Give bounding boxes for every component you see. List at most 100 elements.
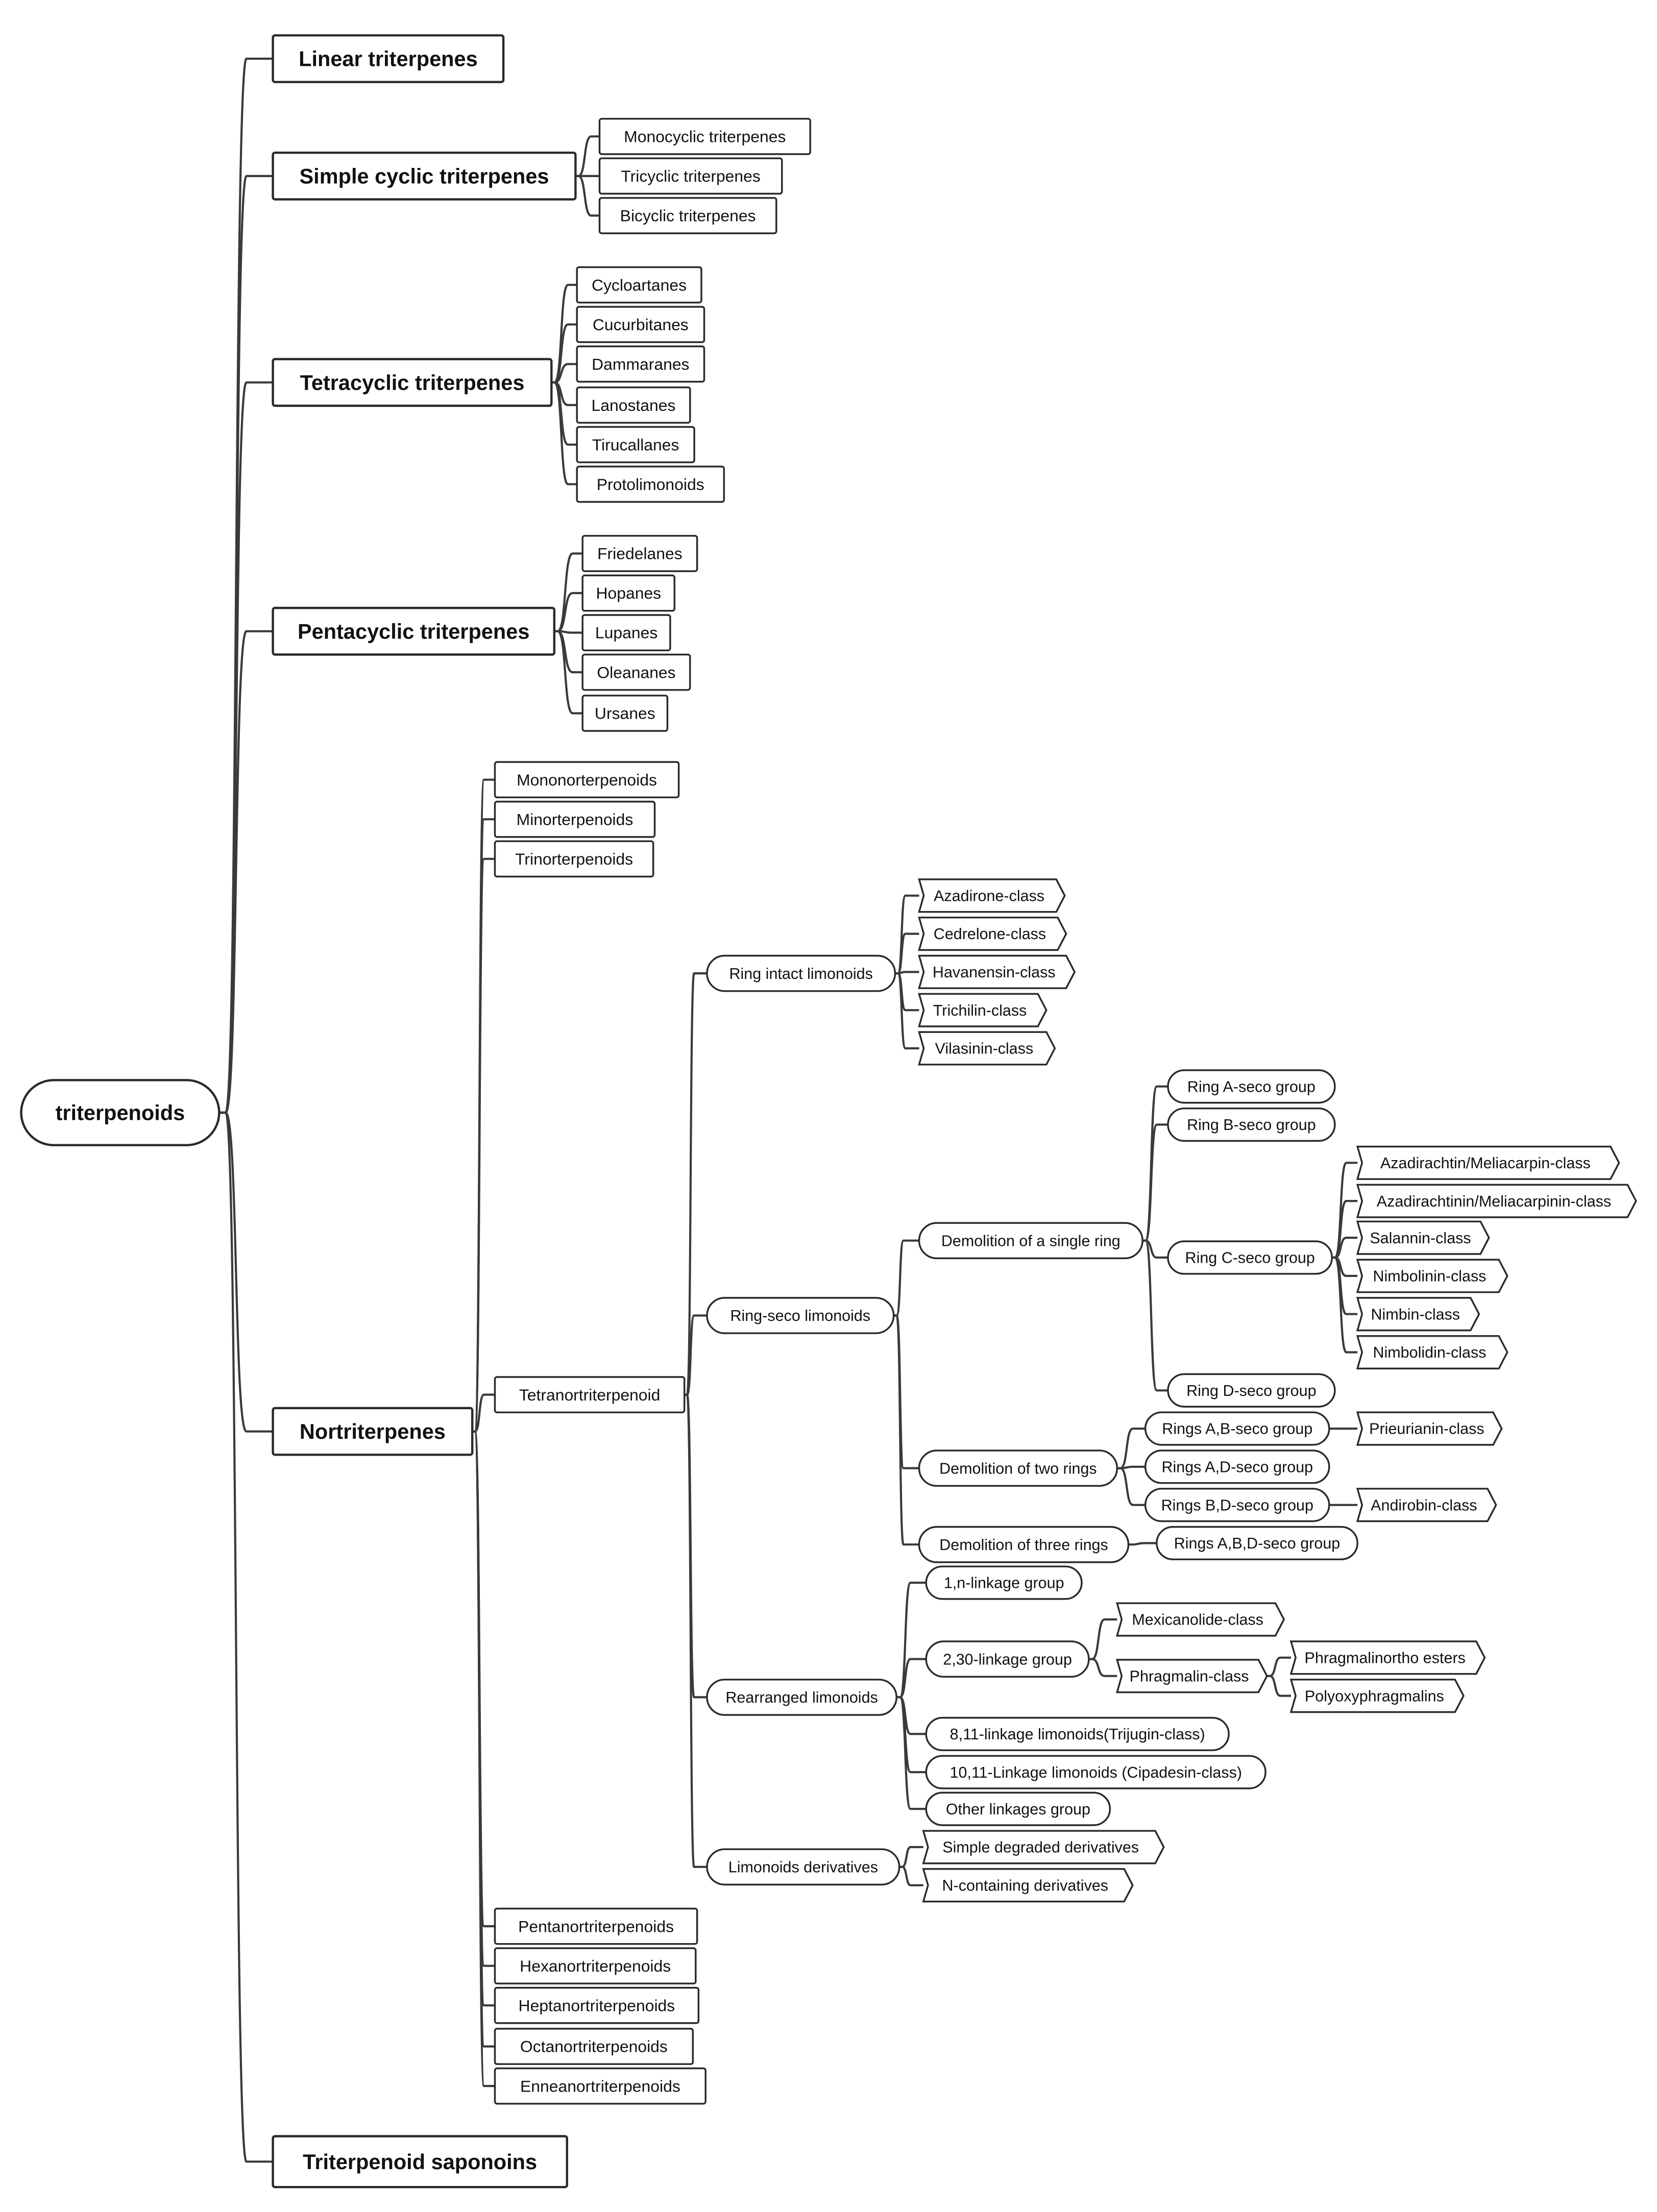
node-label: Salannin-class [1370,1230,1471,1247]
node-box [494,1986,700,2024]
connector-root-to-lin [219,57,273,1114]
node-box [576,426,695,463]
node-10-11-linkage-limonoids-cipadesin-class: 10,11-Linkage limonoids (Cipadesin-class… [925,1755,1266,1789]
connector-nor-to-up2 [472,857,495,1433]
node-tricyclic-triterpenes: Tricyclic triterpenes [598,157,783,195]
connector-rea-to-l811 [896,1696,927,1735]
node-tirucallanes: Tirucallanes [576,426,695,463]
node-azadirone-class: Azadirone-class [918,878,1066,913]
connector-rC-to-rc1 [1332,1200,1358,1259]
node-azadirachtin-meliacarpin-class: Azadirachtin/Meliacarpin-class [1356,1145,1620,1180]
node-label: Ring D-seco group [1186,1382,1316,1399]
node-label: Prieurianin-class [1369,1420,1484,1438]
node-label: Friedelanes [597,545,683,563]
connector-dsr-to-rA [1142,1085,1168,1242]
node-box [1356,1145,1620,1180]
node-label: Rings A,B,D-seco group [1174,1535,1341,1552]
node-box [494,840,654,878]
node-box [576,266,702,304]
node-label: Rings B,D-seco group [1161,1496,1313,1514]
node-box [1167,1240,1333,1275]
node-box [925,1565,1083,1600]
node-label: Azadirachtin/Meliacarpin-class [1380,1154,1591,1172]
connector-tetra-to-rea [684,1393,707,1699]
connector-tet-to-tet1 [551,323,577,384]
node-label: Lanostanes [592,396,676,414]
connector-ri-to-ri3 [895,972,919,1012]
node-box [1289,1640,1486,1675]
connector-rsl-to-dtr [893,1314,919,1469]
node-label: Simple cyclic triterpenes [299,164,549,188]
node-protolimonoids: Protolimonoids [576,465,725,503]
connector-pen-to-pen1 [554,592,583,632]
connector-phr-to-phr1 [1266,1675,1291,1697]
node-box [272,2135,569,2189]
node-box [925,1755,1266,1789]
node-box [272,358,553,407]
connector-tetra-to-rsl [684,1314,707,1396]
node-label: Ring-seco limonoids [730,1307,870,1324]
node-salannin-class: Salannin-class [1356,1220,1490,1255]
node-box [598,157,783,195]
node-label: Demolition of three rings [939,1536,1108,1554]
node-box [918,1031,1056,1066]
node-label: Enneanortriterpenoids [520,2077,680,2095]
connector-dsr-to-rB [1142,1123,1168,1242]
node-box [494,800,656,838]
node-simple-degraded-derivatives: Simple degraded derivatives [922,1830,1165,1864]
node-label: Trichilin-class [933,1002,1027,1019]
connector-rsl-to-dth [893,1314,919,1546]
node-cucurbitanes: Cucurbitanes [576,306,705,343]
node-andirobin-class: Andirobin-class [1356,1488,1497,1522]
node-minorterpenoids: Minorterpenoids [494,800,656,838]
connector-dtr-to-rAB [1117,1428,1146,1469]
node-label: Demolition of two rings [939,1460,1097,1477]
node-label: Phragmalin-class [1130,1668,1249,1685]
node-other-linkages-group: Other linkages group [925,1791,1111,1826]
connector-tet-to-tet3 [551,381,577,406]
connector-rC-to-rc5 [1332,1256,1358,1354]
node-hopanes: Hopanes [581,574,676,612]
node-cedrelone-class: Cedrelone-class [918,916,1067,951]
node-bicyclic-triterpenes: Bicyclic triterpenes [598,197,777,234]
node-box [272,1407,474,1456]
node-label: Bicyclic triterpenes [620,207,756,225]
node-trinorterpenoids: Trinorterpenoids [494,840,654,878]
node-label: Protolimonoids [597,475,704,494]
node-label: Pentacyclic triterpenes [298,619,529,643]
node-box [598,197,777,234]
node-trichilin-class: Trichilin-class [918,993,1047,1027]
node-rings-a-d-seco-group: Rings A,D-seco group [1144,1449,1330,1484]
connector-nor-to-up1 [472,818,495,1433]
node-label: Pentanortriterpenoids [518,1917,674,1935]
connector-root-to-nor [219,1111,273,1433]
connector-pen-to-pen4 [554,630,583,715]
node-lupanes: Lupanes [581,614,671,652]
node-label: Azadirone-class [934,888,1044,905]
node-box [494,2028,694,2065]
node-label: Hexanortriterpenoids [520,1957,671,1975]
node-box [1167,1373,1336,1408]
node-label: Mexicanolide-class [1132,1611,1263,1629]
node-label: Andirobin-class [1371,1496,1477,1514]
node-box [1356,1259,1508,1293]
node-box [1356,1411,1503,1446]
node-box [494,1376,686,1414]
connector-tet-to-tet5 [551,381,577,485]
node-cycloartanes: Cycloartanes [576,266,702,304]
node-label: Azadirachtinin/Meliacarpinin-class [1377,1193,1611,1210]
connector-nor-to-lo1 [472,1430,495,1967]
node-label: Linear triterpenes [299,47,478,71]
node-label: Dammaranes [592,355,689,373]
connector-l230-to-mex [1088,1618,1117,1660]
node-heptanortriterpenoids: Heptanortriterpenoids [494,1986,700,2024]
node-label: Nimbolidin-class [1373,1344,1486,1361]
node-box [1289,1679,1465,1713]
node-label: Limonoids derivatives [728,1858,878,1876]
node-label: Nimbin-class [1371,1306,1460,1323]
node-1-n-linkage-group: 1,n-linkage group [925,1565,1083,1600]
node-ring-c-seco-group: Ring C-seco group [1167,1240,1333,1275]
node-label: Tetracyclic triterpenes [300,371,525,395]
node-label: Other linkages group [946,1801,1090,1818]
node-box [581,535,698,572]
